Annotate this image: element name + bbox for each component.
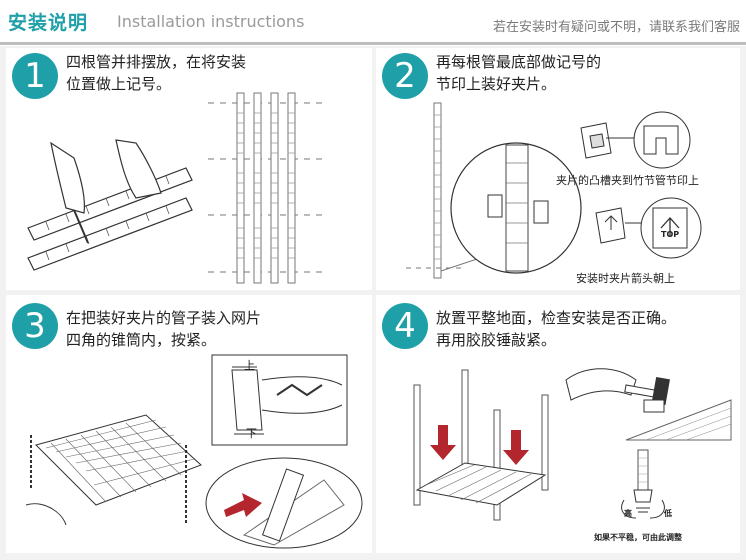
page-title: 安装说明 — [8, 12, 89, 34]
header-divider — [0, 42, 746, 45]
step-2-text: 再每根管最底部做记号的 节印上装好夹片。 — [436, 53, 602, 93]
step-3-panel: 3 在把装好夹片的管子装入网片 四角的锥筒内，按紧。 上 下 — [6, 295, 372, 553]
contact-note: 若在安装时有疑问或不明，请联系我们客服 — [492, 20, 740, 35]
cone-detail-illustration — [211, 354, 348, 446]
clip-groove-caption: 夹片的凸槽夹到竹节管节印上 — [556, 174, 699, 187]
lower-label: 下 — [246, 427, 257, 440]
step-number-3: 3 — [12, 303, 58, 349]
high-label: 高 — [624, 509, 632, 518]
clip-arrow-caption: 安装时夹片箭头朝上 — [576, 272, 675, 285]
assembled-shelf-illustration — [413, 369, 549, 521]
step-4-panel: 4 放置平整地面，检查安装是否正确。 再用胶胶锤敲紧。 高 低 如果不平稳，可由… — [376, 295, 740, 553]
tube-clip-illustration — [406, 102, 582, 279]
step-number-4: 4 — [382, 303, 428, 349]
step-3-text: 在把装好夹片的管子装入网片 四角的锥筒内，按紧。 — [66, 309, 262, 349]
step-2-panel: 2 再每根管最底部做记号的 节印上装好夹片。 夹片的凸槽夹到竹节管节印上 TOP… — [376, 48, 740, 290]
header: 安装说明 Installation instructions 若在安装时有疑问或… — [0, 0, 746, 46]
clip-arrow-illustration — [595, 197, 702, 259]
leveling-foot-illustration — [621, 449, 665, 519]
low-label: 低 — [664, 509, 672, 518]
mallet-illustration — [565, 368, 732, 441]
upper-label: 上 — [244, 359, 255, 372]
step-1-panel: 1 四根管并排摆放，在将安装 位置做上记号。 — [6, 48, 372, 290]
step-1-text: 四根管并排摆放，在将安装 位置做上记号。 — [66, 53, 247, 93]
adjust-caption: 如果不平稳，可由此调整 — [594, 533, 682, 542]
wire-shelf-illustration — [25, 414, 202, 526]
top-mark-label: TOP — [661, 230, 680, 239]
press-detail-illustration — [205, 457, 363, 549]
page-subtitle: Installation instructions — [117, 12, 305, 31]
clip-groove-illustration — [580, 111, 691, 169]
tubes-illustration — [208, 92, 326, 284]
step-number-2: 2 — [382, 53, 428, 99]
step-number-1: 1 — [12, 53, 58, 99]
hands-marking-illustration — [27, 139, 193, 271]
step-4-text: 放置平整地面，检查安装是否正确。 再用胶胶锤敲紧。 — [436, 309, 677, 349]
